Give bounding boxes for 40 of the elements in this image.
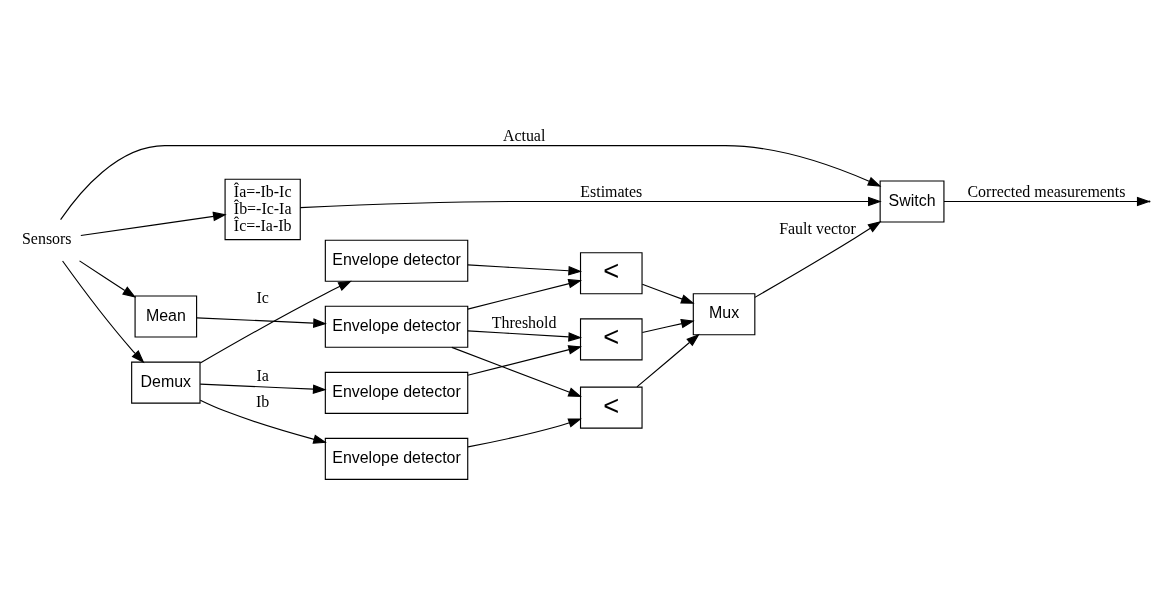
node-box: Envelope detector	[324, 239, 469, 282]
node-box: Envelope detector	[324, 371, 469, 414]
arrow	[754, 221, 882, 298]
arrow	[78, 260, 137, 298]
arrow	[467, 330, 583, 342]
edge-label: Fault vector	[779, 219, 856, 237]
arrow	[467, 279, 582, 310]
arrow	[199, 280, 352, 364]
arrow	[60, 145, 882, 221]
node-box: <	[579, 252, 643, 295]
arrow	[299, 196, 882, 209]
node-box: Envelope detector	[324, 305, 469, 348]
edge-label: Ic	[256, 289, 269, 307]
node-box: Mux	[692, 293, 756, 336]
arrow	[196, 317, 327, 328]
node-box: Mean	[134, 295, 198, 338]
arrow	[467, 264, 583, 276]
arrow	[467, 418, 582, 448]
arrow	[641, 283, 695, 304]
edge-label: Corrected measurements	[967, 183, 1126, 201]
arrow	[636, 333, 700, 388]
arrow	[641, 319, 695, 334]
arrow	[451, 346, 582, 397]
node-box: Demux	[131, 361, 201, 404]
edge-label: Ib	[256, 392, 270, 410]
node-box: <	[579, 318, 643, 361]
arrow	[199, 383, 327, 394]
edge-label: Threshold	[491, 314, 557, 332]
node-text: Sensors	[21, 230, 72, 248]
node-box: Switch	[879, 180, 945, 223]
arrow	[62, 260, 145, 364]
arrow	[467, 345, 582, 376]
edge-label: Actual	[502, 127, 546, 145]
edge-label: Ia	[256, 366, 269, 384]
node-box: Envelope detector	[324, 437, 469, 480]
node-box: <	[579, 386, 643, 429]
node-box: Îa=-Ib-Ic Îb=-Ic-Ia Îc=-Ia-Ib	[224, 178, 301, 241]
arrow	[80, 211, 227, 237]
edge-label: Estimates	[580, 183, 643, 201]
arrow	[199, 399, 327, 444]
